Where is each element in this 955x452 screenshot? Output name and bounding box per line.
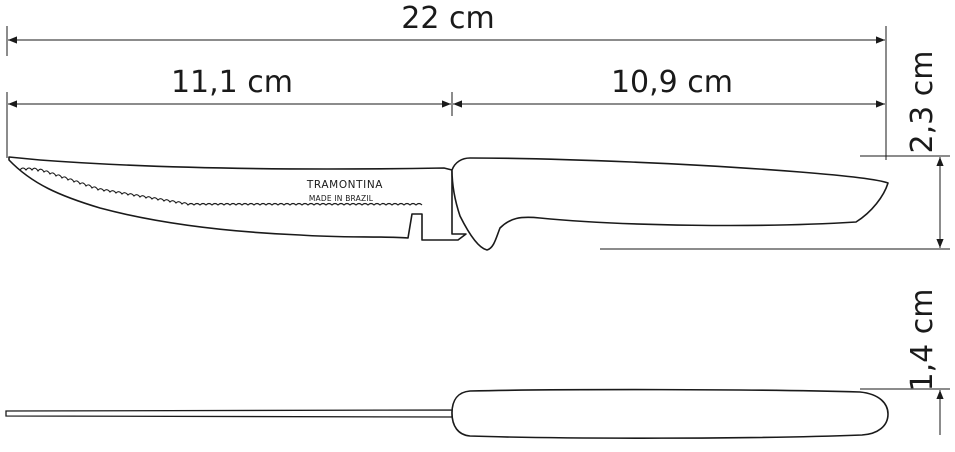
blade-origin-text: MADE IN BRAZIL xyxy=(309,194,374,203)
total-length-label: 22 cm xyxy=(401,1,494,36)
side-height-label: 2,3 cm xyxy=(905,51,940,154)
blade-length-label: 11,1 cm xyxy=(171,65,293,100)
handle-length-label: 10,9 cm xyxy=(611,65,733,100)
blade-outline xyxy=(8,156,467,241)
handle-top-outline xyxy=(451,388,889,439)
knife-side-view: TRAMONTINA MADE IN BRAZIL xyxy=(8,156,889,251)
handle-thickness-dimension: 1,4 cm xyxy=(860,289,950,435)
blade-brand-text: TRAMONTINA xyxy=(306,179,383,191)
total-length-dimension: 22 cm xyxy=(6,1,887,160)
handle-length-dimension: 10,9 cm xyxy=(453,65,885,108)
knife-top-view xyxy=(5,388,889,439)
blade-spine-top xyxy=(5,409,453,418)
blade-length-dimension: 11,1 cm xyxy=(6,65,453,158)
blade-serration xyxy=(19,167,423,206)
handle-thickness-label: 1,4 cm xyxy=(905,289,940,392)
side-height-dimension: 2,3 cm xyxy=(600,51,950,250)
handle-outline xyxy=(451,157,889,251)
